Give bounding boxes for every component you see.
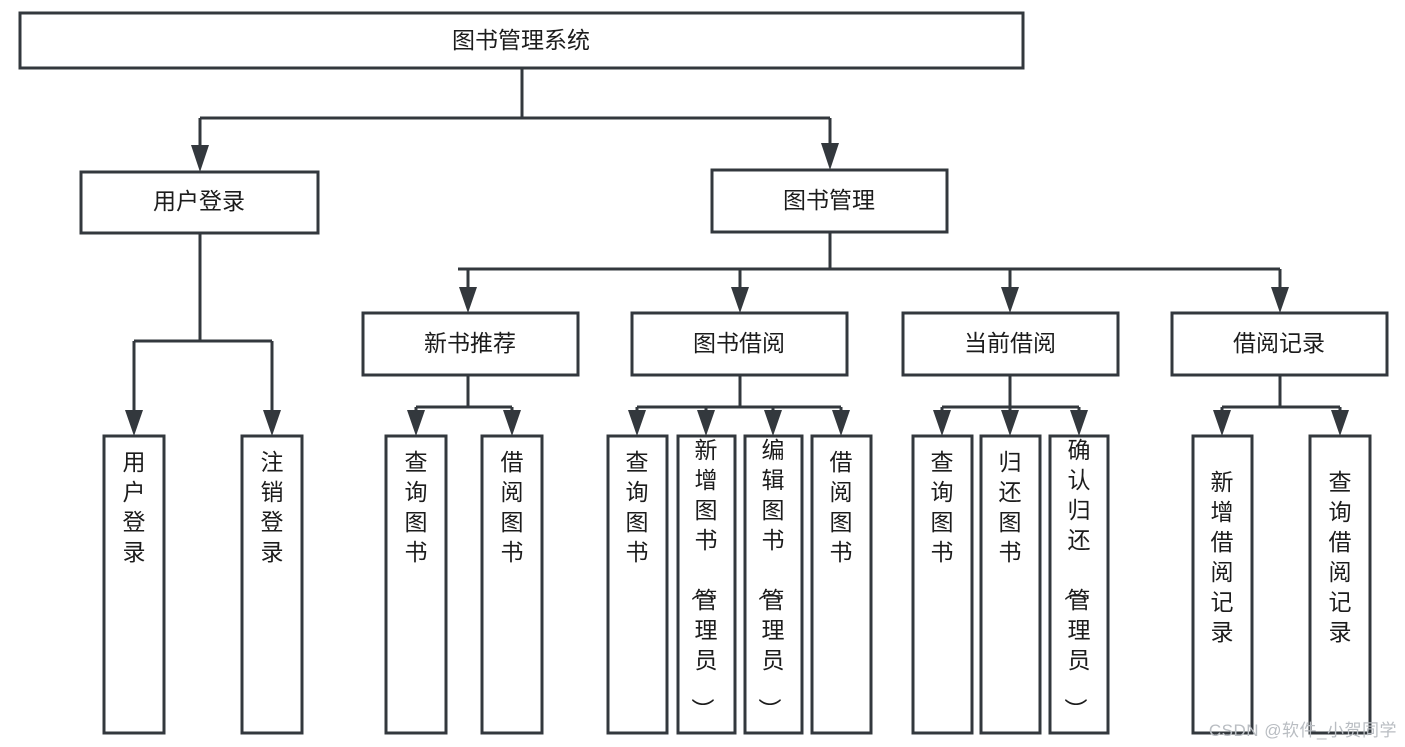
arrowhead-leaf-query-record xyxy=(1331,410,1349,436)
connector-layer xyxy=(125,68,1349,436)
node-leaf-confirm-return[interactable]: 确认归还（管理员） xyxy=(1048,434,1110,735)
arrowhead-leaf-edit-book xyxy=(764,410,782,436)
node-leaf-edit-book-box[interactable] xyxy=(743,434,804,735)
arrowhead-book-borrow xyxy=(731,287,749,313)
arrowhead-leaf-query-book-3 xyxy=(933,410,951,436)
node-leaf-logout-label: 注销登录 xyxy=(261,449,284,565)
arrowhead-leaf-user-login xyxy=(125,410,143,436)
node-leaf-query-book-1[interactable]: 查询图书 xyxy=(384,434,448,735)
node-current-borrow-box[interactable] xyxy=(901,311,1120,377)
node-root-box[interactable] xyxy=(18,11,1025,70)
node-current-borrow-label: 当前借阅 xyxy=(964,330,1056,356)
arrowhead-user-login xyxy=(191,145,209,172)
node-leaf-logout-box[interactable] xyxy=(240,434,304,735)
node-leaf-edit-book[interactable]: 编辑图书（管理员） xyxy=(743,434,804,735)
arrowhead-leaf-add-book xyxy=(697,410,715,436)
arrowhead-new-book-rec xyxy=(459,287,477,313)
node-leaf-borrow-book-2-label: 借阅图书 xyxy=(830,449,853,565)
node-leaf-query-book-1-label: 查询图书 xyxy=(405,449,428,565)
node-user-login[interactable]: 用户登录 xyxy=(79,170,320,235)
node-leaf-query-book-2-label: 查询图书 xyxy=(626,449,649,565)
node-leaf-return-book[interactable]: 归还图书 xyxy=(979,434,1042,735)
node-leaf-query-record[interactable]: 查询借阅记录 xyxy=(1308,434,1372,735)
node-leaf-add-record-box[interactable] xyxy=(1191,434,1254,735)
node-leaf-user-login-box[interactable] xyxy=(102,434,166,735)
node-layer: 图书管理系统 用户登录 图书管理 新书推荐 图书借阅 xyxy=(18,11,1389,735)
node-leaf-query-book-3[interactable]: 查询图书 xyxy=(911,434,974,735)
node-leaf-add-book-label: 新增图书（管理员） xyxy=(690,437,718,721)
node-leaf-add-record-label: 新增借阅记录 xyxy=(1211,469,1234,645)
node-borrow-record-label: 借阅记录 xyxy=(1233,330,1325,356)
node-borrow-record[interactable]: 借阅记录 xyxy=(1170,311,1389,377)
node-book-manage-label: 图书管理 xyxy=(783,187,875,213)
arrowhead-leaf-query-book-2 xyxy=(628,410,646,436)
node-leaf-confirm-return-label: 确认归还（管理员） xyxy=(1063,437,1091,721)
node-user-login-box[interactable] xyxy=(79,170,320,235)
arrowhead-leaf-logout xyxy=(263,410,281,436)
arrowhead-book-manage xyxy=(821,143,839,170)
node-leaf-return-book-label: 归还图书 xyxy=(999,449,1022,565)
arrowhead-leaf-return-book xyxy=(1001,410,1019,436)
node-borrow-record-box[interactable] xyxy=(1170,311,1389,377)
node-leaf-borrow-book-2-box[interactable] xyxy=(810,434,873,735)
node-leaf-add-book-box[interactable] xyxy=(676,434,737,735)
node-leaf-query-book-3-label: 查询图书 xyxy=(931,449,954,565)
node-new-book-rec-box[interactable] xyxy=(361,311,580,377)
node-leaf-query-book-2[interactable]: 查询图书 xyxy=(606,434,669,735)
node-leaf-user-login[interactable]: 用户登录 xyxy=(102,434,166,735)
node-leaf-query-record-label: 查询借阅记录 xyxy=(1329,469,1352,645)
arrowhead-leaf-confirm-return xyxy=(1070,410,1088,436)
node-leaf-query-book-3-box[interactable] xyxy=(911,434,974,735)
node-current-borrow[interactable]: 当前借阅 xyxy=(901,311,1120,377)
node-user-login-label: 用户登录 xyxy=(153,188,245,214)
arrowhead-leaf-borrow-book-2 xyxy=(832,410,850,436)
node-leaf-query-book-2-box[interactable] xyxy=(606,434,669,735)
node-leaf-confirm-return-box[interactable] xyxy=(1048,434,1110,735)
arrowhead-current-borrow xyxy=(1001,287,1019,313)
node-leaf-logout[interactable]: 注销登录 xyxy=(240,434,304,735)
arrowhead-leaf-query-book-1 xyxy=(407,410,425,436)
node-leaf-return-book-box[interactable] xyxy=(979,434,1042,735)
node-book-borrow-label: 图书借阅 xyxy=(693,330,785,356)
node-leaf-borrow-book-1-label: 借阅图书 xyxy=(501,449,524,565)
node-leaf-borrow-book-1-box[interactable] xyxy=(480,434,544,735)
node-new-book-rec[interactable]: 新书推荐 xyxy=(361,311,580,377)
node-leaf-borrow-book-2[interactable]: 借阅图书 xyxy=(810,434,873,735)
node-book-borrow[interactable]: 图书借阅 xyxy=(630,311,849,377)
node-root[interactable]: 图书管理系统 xyxy=(18,11,1025,70)
node-book-borrow-box[interactable] xyxy=(630,311,849,377)
node-leaf-query-record-box[interactable] xyxy=(1308,434,1372,735)
node-leaf-query-book-1-box[interactable] xyxy=(384,434,448,735)
node-root-label: 图书管理系统 xyxy=(452,27,590,53)
node-new-book-rec-label: 新书推荐 xyxy=(424,330,516,356)
node-leaf-add-record[interactable]: 新增借阅记录 xyxy=(1191,434,1254,735)
node-leaf-borrow-book-1[interactable]: 借阅图书 xyxy=(480,434,544,735)
node-leaf-user-login-label: 用户登录 xyxy=(123,449,146,565)
arrowhead-leaf-borrow-book-1 xyxy=(503,410,521,436)
node-book-manage-box[interactable] xyxy=(710,168,949,234)
node-leaf-add-book[interactable]: 新增图书（管理员） xyxy=(676,434,737,735)
arrowhead-borrow-record xyxy=(1271,287,1289,313)
node-leaf-edit-book-label: 编辑图书（管理员） xyxy=(757,437,785,721)
node-book-manage[interactable]: 图书管理 xyxy=(710,168,949,234)
arrowhead-leaf-add-record xyxy=(1213,410,1231,436)
